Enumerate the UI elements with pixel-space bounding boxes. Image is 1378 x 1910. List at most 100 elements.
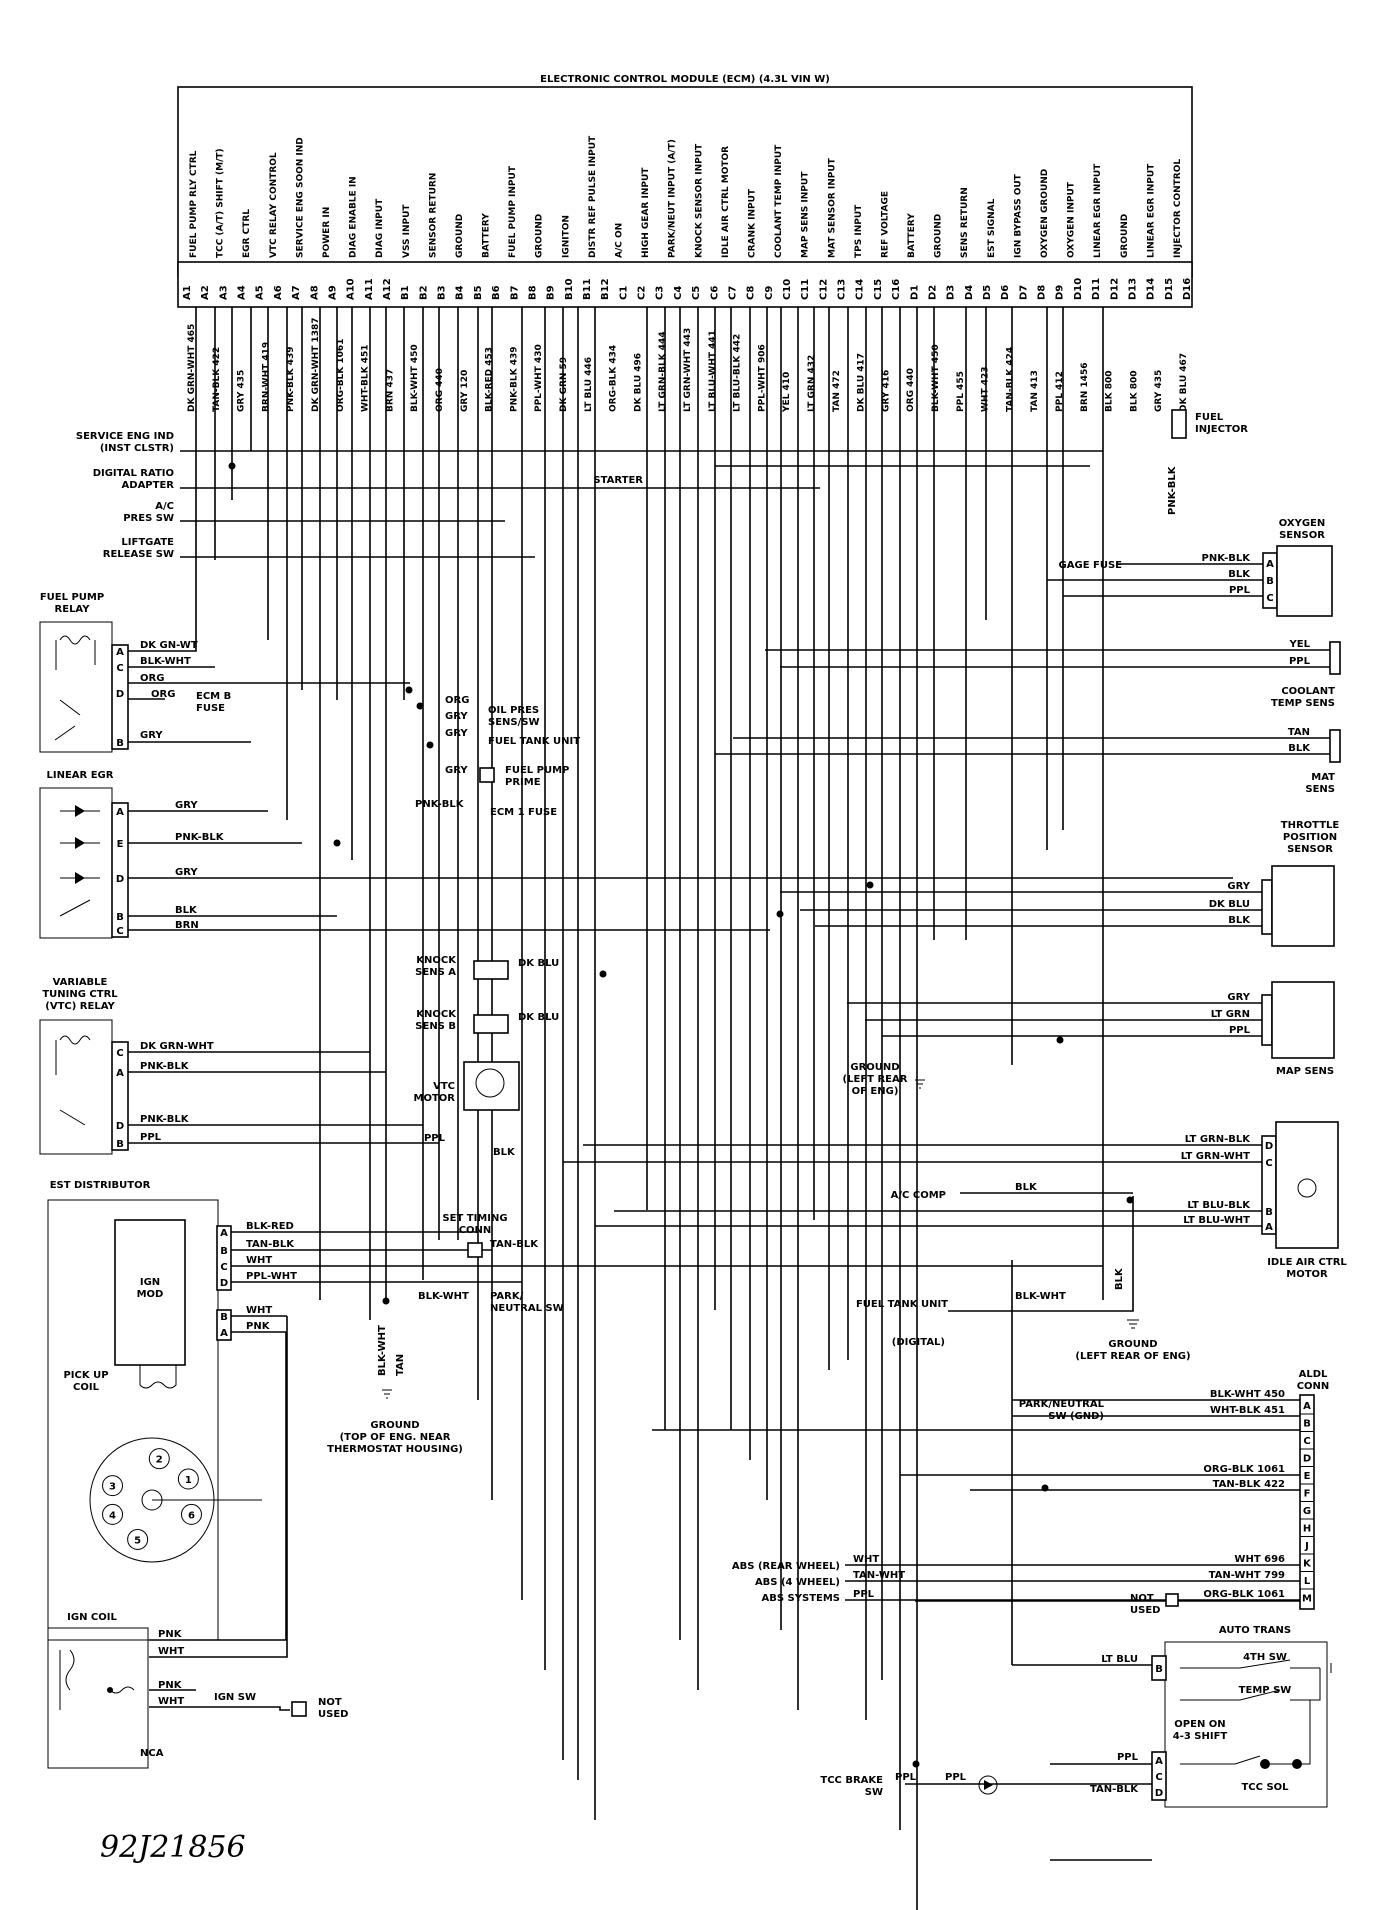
wire-label: PPL	[1229, 585, 1251, 596]
wire-label: LT BLU-BLK	[1187, 1200, 1251, 1211]
ecm-pin-label: D8	[1037, 285, 1048, 300]
not-used-label-2: USED	[318, 1709, 348, 1720]
vtc-relay-title-3: (VTC) RELAY	[45, 1001, 115, 1012]
wire-label: PPL	[140, 1132, 162, 1143]
wire-label: LT GRN	[1211, 1009, 1250, 1020]
ecm-wire-label: BLK 800	[1105, 371, 1115, 413]
wire-label: BLK	[1015, 1182, 1038, 1193]
wire-label: DK BLU	[518, 958, 559, 969]
tcc-brake-sw-label-1: TCC BRAKE	[820, 1775, 883, 1786]
oil-pres-label-2: SENS/SW	[488, 717, 540, 728]
ecm-pin-label: B2	[418, 285, 429, 300]
pin-label: C	[116, 1048, 123, 1059]
ecm-pin-label: D16	[1182, 278, 1193, 300]
knock-sens-b-label-1: KNOCK	[416, 1009, 457, 1020]
coolant-label-2: TEMP SENS	[1271, 698, 1335, 709]
ecm-function-label: IDLE AIR CTRL MOTOR	[721, 146, 731, 258]
cylinder-terminal	[177, 1468, 199, 1490]
ecm-pin-label: A11	[364, 278, 375, 300]
wire-label: GRY	[445, 711, 468, 722]
auto-trans-connector-acd	[1151, 1751, 1167, 1801]
ecm-function-label: TCC (A/T) SHIFT (M/T)	[216, 148, 226, 258]
oil-pres-label-1: OIL PRES	[488, 705, 539, 716]
ground-label-2: (TOP OF ENG. NEAR	[340, 1432, 451, 1443]
ecm-function-label: HIGH GEAR INPUT	[641, 167, 651, 258]
ecm-wire-label: ORG-BLK 1061	[336, 339, 346, 412]
ecm-pin-label: C10	[782, 279, 793, 300]
ecm-wire-label: PNK-BLK 439	[509, 346, 519, 412]
ecm-pin-label: B8	[527, 285, 538, 300]
wire-label: PPL	[1229, 1025, 1251, 1036]
ground-right-label-1: GROUND	[1108, 1339, 1157, 1350]
ground-label-3: THERMOSTAT HOUSING)	[327, 1444, 463, 1455]
wire-label: ORG	[151, 689, 175, 700]
ecm-title: ELECTRONIC CONTROL MODULE (ECM) (4.3L VI…	[540, 74, 830, 85]
ground-left-label-3: OF ENG)	[852, 1086, 899, 1097]
ecm-wire-label: BLK-RED 453	[485, 347, 495, 412]
ecm-pin-label: C5	[691, 286, 702, 300]
wire-label: BLK-WHT	[1015, 1291, 1066, 1302]
digital-ratio-label: DIGITAL RATIO	[93, 468, 174, 479]
ign-coil: IGN COIL PNK WHT PNK WHT IGN SW NCA NOT …	[47, 1612, 348, 1769]
ecm-pin-label: C9	[764, 286, 775, 300]
mat-sensor	[1329, 729, 1341, 763]
map-sensor	[1271, 981, 1335, 1059]
ecm-wire-label: WHT-BLK 451	[361, 345, 371, 413]
park-neutral-gnd-label-2: SW (GND)	[1048, 1411, 1104, 1422]
wire-label: WHT	[158, 1646, 184, 1657]
ground-left-label-2: (LEFT REAR	[843, 1074, 908, 1085]
pin-label: C	[1266, 593, 1273, 604]
service-eng-ind-sub: (INST CLSTR)	[100, 443, 174, 454]
wire-label: PNK-BLK	[415, 799, 465, 810]
est-distributor: EST DISTRIBUTOR IGN MOD A B C D B A BLK-…	[47, 1180, 297, 1641]
ecm-wire-label: TAN-BLK 424	[1005, 347, 1015, 412]
wire-label: PNK-BLK	[175, 832, 225, 843]
ecm-pin-label: C3	[655, 286, 666, 300]
ecm-pin-label: C7	[727, 286, 738, 300]
abs-systems-label: ABS SYSTEMS	[762, 1593, 841, 1604]
ecm-pin-label: C1	[618, 286, 629, 300]
knock-sens-b-label-2: SENS B	[415, 1021, 456, 1032]
wire-label: BLK	[1288, 743, 1311, 754]
wire-label: BLK	[1114, 1267, 1125, 1290]
ecm-wire-label: BRN 437	[385, 369, 395, 412]
wire-label: PNK	[158, 1680, 183, 1691]
ecm-pin-label: A8	[309, 285, 320, 300]
wire-traces	[117, 307, 1330, 1910]
ecm-pin-label: B3	[437, 285, 448, 300]
ecm-pin-label: D4	[964, 285, 975, 300]
ecm-wire-label: PNK-BLK 439	[286, 346, 296, 412]
ecm-wire-label: LT GRN 432	[807, 355, 817, 412]
pin-label: E	[117, 839, 124, 850]
pin-label: A	[116, 807, 124, 818]
left-inputs: SERVICE ENG IND (INST CLSTR) DIGITAL RAT…	[76, 431, 174, 560]
wire-label: TAN-BLK	[490, 1239, 539, 1250]
wire-label: WHT	[158, 1696, 184, 1707]
aldl-pin-label: B	[1303, 1419, 1311, 1430]
cylinder-terminal	[102, 1503, 124, 1525]
ecm-pin-label: A6	[273, 285, 284, 300]
wire-label: WHT-BLK 451	[1210, 1405, 1285, 1416]
ac-pres-sub: PRES SW	[123, 513, 174, 524]
liftgate-sub: RELEASE SW	[103, 549, 174, 560]
aldl-not-used-label-1: NOT	[1130, 1593, 1154, 1604]
ecm-pin-label: B10	[564, 278, 575, 300]
aldl-pin-label: A	[1303, 1401, 1311, 1412]
ecm-pin-label: C14	[855, 279, 866, 300]
ecm-function-label: DISTR REF PULSE INPUT	[588, 135, 598, 258]
pin-label: B	[220, 1246, 228, 1257]
ecm-wire-label: TAN 472	[832, 370, 842, 412]
ecm-pin-label: A12	[382, 278, 393, 300]
fuel-pump-relay-connector	[111, 644, 129, 750]
ecm-pin-label: C13	[837, 279, 848, 300]
wire-label: DK GN-WT	[140, 640, 198, 651]
oxygen-sensor-label-2: SENSOR	[1279, 530, 1325, 541]
pin-label: A	[1155, 1756, 1163, 1767]
ecm-function-label: GROUND	[535, 214, 545, 258]
wire-label: BLK	[493, 1147, 516, 1158]
set-timing-label-2: CONN	[459, 1225, 492, 1236]
ecm-function-label: GROUND	[455, 214, 465, 258]
cylinder-number: 4	[109, 1510, 116, 1521]
